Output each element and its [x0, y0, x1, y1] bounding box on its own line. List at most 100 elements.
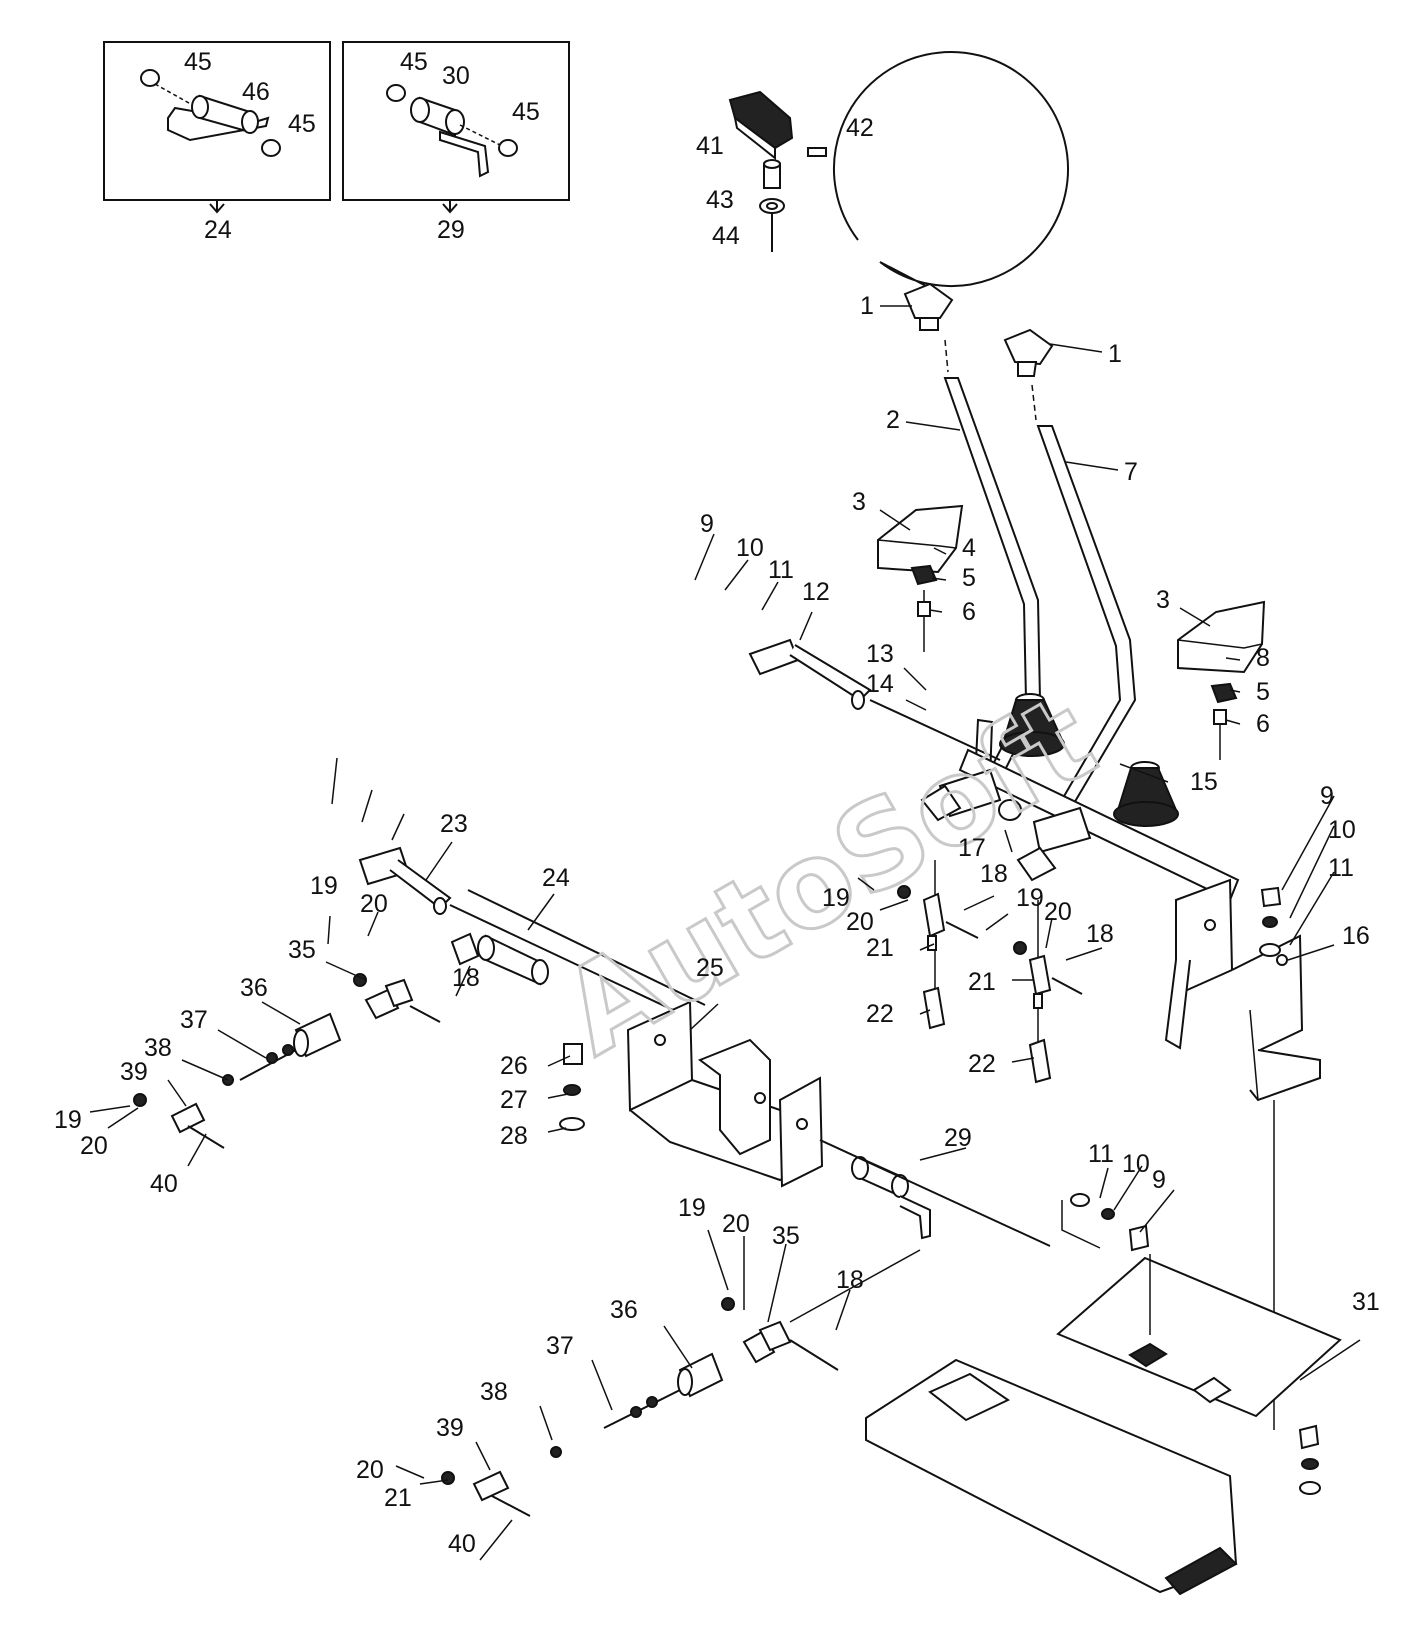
- callout-10: 10: [1122, 1150, 1150, 1178]
- callout-1: 1: [1108, 340, 1122, 368]
- callout-20: 20: [846, 908, 874, 936]
- callout-15: 15: [1190, 768, 1218, 796]
- sleeve-24: [450, 932, 549, 986]
- callout-36: 36: [240, 974, 268, 1002]
- callout-labels: 45 46 45 24 45 30 45 29 41 42 43 44 1 1 …: [54, 48, 1380, 1558]
- callout-20: 20: [80, 1132, 108, 1160]
- callout-9: 9: [1320, 782, 1334, 810]
- callout-17: 17: [958, 834, 986, 862]
- callout-6: 6: [962, 598, 976, 626]
- callout-19: 19: [310, 872, 338, 900]
- callout-24: 24: [542, 864, 570, 892]
- callout-25: 25: [696, 954, 724, 982]
- callout-37: 37: [180, 1006, 208, 1034]
- callout-20: 20: [360, 890, 388, 918]
- callout-21: 21: [866, 934, 894, 962]
- callout-19: 19: [54, 1106, 82, 1134]
- callout-18: 18: [452, 964, 480, 992]
- callout-44: 44: [712, 222, 740, 250]
- callout-46: 46: [242, 78, 270, 106]
- callout-31: 31: [1352, 1288, 1380, 1316]
- hardware-26-28: [559, 1043, 585, 1131]
- callout-40: 40: [448, 1530, 476, 1558]
- bellows-15: [999, 693, 1179, 827]
- callout-14: 14: [866, 670, 894, 698]
- callout-5: 5: [962, 564, 976, 592]
- callout-19: 19: [1016, 884, 1044, 912]
- callout-11: 11: [768, 556, 794, 584]
- callout-20: 20: [1044, 898, 1072, 926]
- callout-43: 43: [706, 186, 734, 214]
- sleeve-29: [819, 1139, 1051, 1247]
- callout-22: 22: [968, 1050, 996, 1078]
- callout-8: 8: [1256, 644, 1270, 672]
- hardware-right-9-11: [1061, 886, 1282, 1252]
- callout-18: 18: [980, 860, 1008, 888]
- callout-21: 21: [968, 968, 996, 996]
- callout-2: 2: [886, 406, 900, 434]
- inset-29: [342, 41, 570, 214]
- callout-19: 19: [822, 884, 850, 912]
- callout-10: 10: [736, 534, 764, 562]
- pedal-pad-right: [1177, 600, 1266, 760]
- callout-6: 6: [1256, 710, 1270, 738]
- callout-45: 45: [184, 48, 212, 76]
- callout-3: 3: [852, 488, 866, 516]
- linkage-lower: [441, 1249, 921, 1517]
- callout-7: 7: [1124, 458, 1138, 486]
- callout-13: 13: [866, 640, 894, 668]
- callout-16: 16: [1342, 922, 1370, 950]
- callout-37: 37: [546, 1332, 574, 1360]
- clevis-center-right: [1013, 900, 1083, 1084]
- shaft-23: [358, 846, 706, 1019]
- callout-3: 3: [1156, 586, 1170, 614]
- callout-5: 5: [1256, 678, 1270, 706]
- callout-36: 36: [610, 1296, 638, 1324]
- callout-4: 4: [962, 534, 976, 562]
- shaft-12: [748, 638, 1001, 761]
- callout-40: 40: [150, 1170, 178, 1198]
- leader-lines: [89, 305, 1361, 1561]
- callout-45: 45: [512, 98, 540, 126]
- callout-42: 42: [846, 114, 874, 142]
- callout-12: 12: [802, 578, 830, 606]
- callout-28: 28: [500, 1122, 528, 1150]
- callout-45: 45: [288, 110, 316, 138]
- bracket-25: [626, 1000, 824, 1188]
- callout-20: 20: [356, 1456, 384, 1484]
- callout-22: 22: [866, 1000, 894, 1028]
- bracket-16: [1164, 878, 1321, 1430]
- callout-21: 21: [384, 1484, 412, 1512]
- callout-35: 35: [288, 936, 316, 964]
- callout-30: 30: [442, 62, 470, 90]
- inset-caption-29: 29: [437, 216, 465, 244]
- callout-18: 18: [1086, 920, 1114, 948]
- callout-9: 9: [1152, 1166, 1166, 1194]
- callout-41: 41: [696, 132, 724, 160]
- callout-20: 20: [722, 1210, 750, 1238]
- main-cross-tube: [920, 748, 1240, 902]
- inset-24: [103, 41, 331, 214]
- pedal-pad-left: [877, 504, 964, 652]
- callout-1: 1: [860, 292, 874, 320]
- detail-circle: [728, 51, 1069, 289]
- callout-27: 27: [500, 1086, 528, 1114]
- callout-38: 38: [144, 1034, 172, 1062]
- callout-11: 11: [1088, 1140, 1114, 1168]
- callout-23: 23: [440, 810, 468, 838]
- callout-26: 26: [500, 1052, 528, 1080]
- linkage-left: [133, 973, 441, 1149]
- callout-19: 19: [678, 1194, 706, 1222]
- floor-plate-31: [865, 1254, 1342, 1596]
- callout-45: 45: [400, 48, 428, 76]
- callout-10: 10: [1328, 816, 1356, 844]
- callout-38: 38: [480, 1378, 508, 1406]
- callout-39: 39: [436, 1414, 464, 1442]
- clevis-center-left: [897, 860, 979, 1030]
- callout-18: 18: [836, 1266, 864, 1294]
- callout-35: 35: [772, 1222, 800, 1250]
- callout-11: 11: [1328, 854, 1354, 882]
- callout-39: 39: [120, 1058, 148, 1086]
- inset-caption-24: 24: [204, 216, 232, 244]
